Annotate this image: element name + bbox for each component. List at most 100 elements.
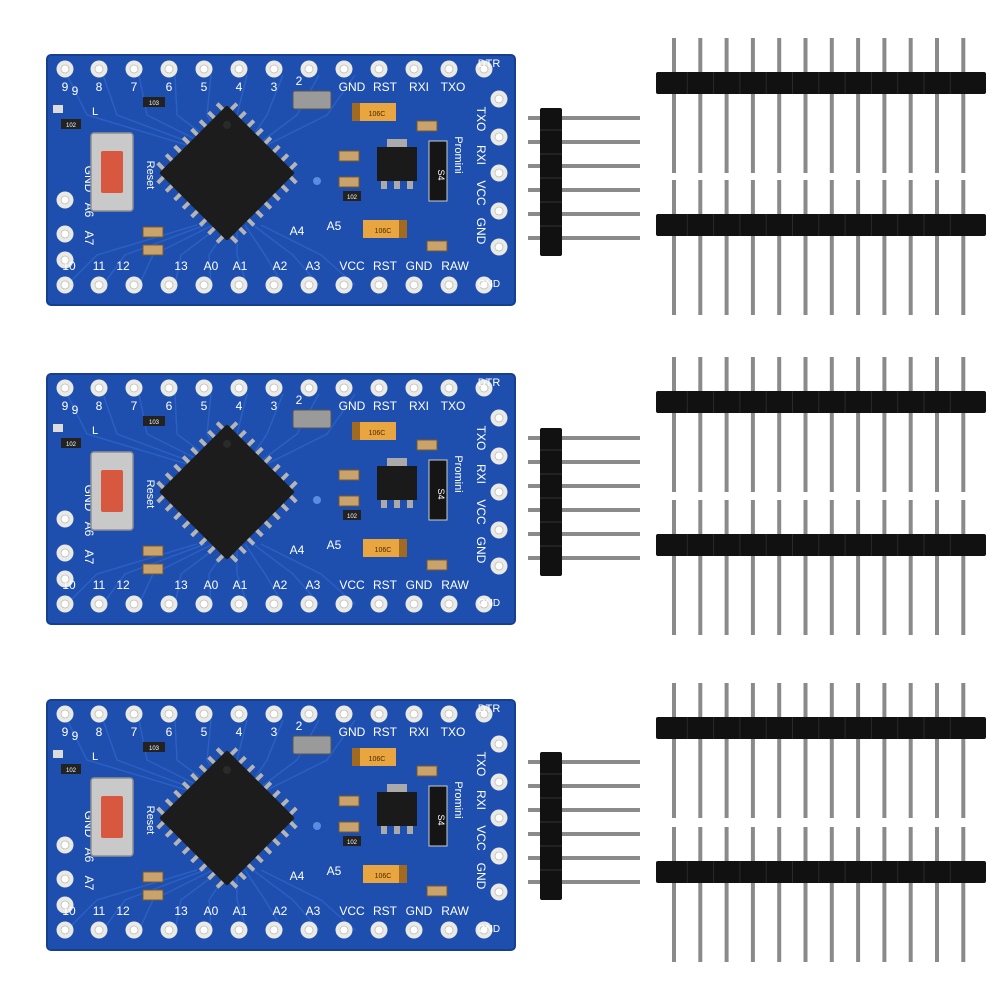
silk-led-l: L [92, 425, 98, 437]
pad-right-0-hole [494, 413, 504, 423]
header12-pin [724, 357, 729, 492]
smd-part-5 [426, 240, 448, 252]
header6-body [540, 428, 562, 576]
atmega-chip [156, 102, 298, 244]
pad-bottom-10-hole [409, 599, 419, 609]
header12-pin [935, 683, 939, 818]
atmega-chip [156, 747, 298, 889]
silk-top-6: 6 [166, 725, 173, 739]
smd-part-4 [416, 439, 438, 451]
silk-top-2: 2 [296, 719, 303, 733]
regulator-pin [394, 826, 400, 834]
header6-body [540, 108, 562, 256]
header12-pin [882, 180, 887, 315]
pad-right-2-hole [494, 168, 504, 178]
silk-cap-bot: 106C [375, 873, 392, 880]
smd-part-3 [142, 244, 164, 256]
header12-pin [777, 38, 782, 173]
led-l [53, 424, 63, 432]
diode-s4 [428, 785, 448, 847]
silk-left-A7: A7 [82, 231, 96, 246]
smd-part-5 [426, 885, 448, 897]
smd-part-0 [338, 469, 360, 481]
pad-bottom-1-hole [94, 280, 104, 290]
silk-bottom-13: 13 [174, 578, 188, 592]
header12-pin [698, 357, 703, 492]
silk-bottom-10: 10 [62, 259, 76, 273]
silk-res-103: 103 [149, 101, 160, 107]
header12-pin [750, 357, 755, 492]
smd-part-1 [338, 821, 360, 833]
fiducial [313, 177, 321, 185]
header12-pin [698, 683, 703, 818]
cap-bot-band [399, 865, 407, 883]
cap-top-band [352, 748, 360, 766]
pad-bottom-6-hole [269, 599, 279, 609]
header12-pin [672, 357, 676, 492]
silk-res-102a: 102 [66, 768, 77, 774]
header12-pin [882, 683, 887, 818]
silk-cap-top: 106C [369, 111, 386, 118]
silk-top-RXI: RXI [409, 399, 429, 413]
trace [66, 869, 198, 931]
header-6pin-graphic [528, 108, 640, 256]
smd-part-5 [426, 559, 448, 571]
pad-top-1-hole [94, 709, 104, 719]
header12-pin [829, 180, 834, 315]
silk-bottom-12: 12 [116, 904, 130, 918]
silk-a5: A5 [327, 219, 342, 233]
header12-pin [698, 827, 703, 962]
trace [266, 393, 356, 465]
res-102a [61, 438, 81, 448]
silk-reset: Reset [144, 161, 156, 190]
pad-left-1-hole [60, 874, 70, 884]
silk-top-4: 4 [236, 80, 243, 94]
trace [244, 543, 284, 605]
pad-bottom-10-hole [409, 925, 419, 935]
header12-pin [961, 357, 966, 492]
silk-right-TXO: TXO [474, 426, 488, 451]
silk-right-GND: GND [474, 863, 488, 890]
silk-bottom-GND: GND [406, 259, 433, 273]
silk-top-RXI: RXI [409, 80, 429, 94]
silk-top-8: 8 [96, 725, 103, 739]
silk-right-VCC: VCC [474, 825, 488, 851]
silk-top-3: 3 [271, 80, 278, 94]
silk-top-4: 4 [236, 725, 243, 739]
pad-right-3-hole [494, 851, 504, 861]
smd-part-2 [142, 871, 164, 883]
pad-bottom-1-hole [94, 925, 104, 935]
trace [66, 393, 188, 465]
pad-bottom-7-hole [304, 599, 314, 609]
silk-top-5: 5 [201, 725, 208, 739]
smd-part-1 [338, 176, 360, 188]
header6-pin-short [528, 140, 542, 144]
silk-top-GND: GND [339, 80, 366, 94]
res-103 [143, 416, 165, 426]
silk-right-TXO: TXO [474, 107, 488, 132]
header12-pin [777, 500, 782, 635]
pad-top-9-hole [374, 383, 384, 393]
pad-bottom-4-hole [199, 599, 209, 609]
pad-right-2-hole [494, 487, 504, 497]
chip-body [159, 424, 295, 560]
pad-top-10-hole [409, 383, 419, 393]
smd-part-4 [416, 120, 438, 132]
silk-right-RXI: RXI [474, 790, 488, 810]
silk-dtr: DTR [478, 703, 501, 715]
silk-top-RST: RST [373, 80, 398, 94]
silk-bottom-RAW: RAW [441, 578, 469, 592]
header12-pin [908, 38, 913, 173]
header12-pin [724, 827, 729, 962]
header12-pin [961, 180, 966, 315]
pad-bottom-5-hole [234, 925, 244, 935]
header12-pin [908, 180, 913, 315]
pad-bottom-9-hole [374, 599, 384, 609]
pad-top-12-hole [479, 64, 489, 74]
silk-top-7: 7 [131, 80, 138, 94]
trace [266, 719, 356, 791]
smd-part-4 [416, 765, 438, 777]
pad-top-11-hole [444, 64, 454, 74]
pad-right-4-hole [494, 242, 504, 252]
